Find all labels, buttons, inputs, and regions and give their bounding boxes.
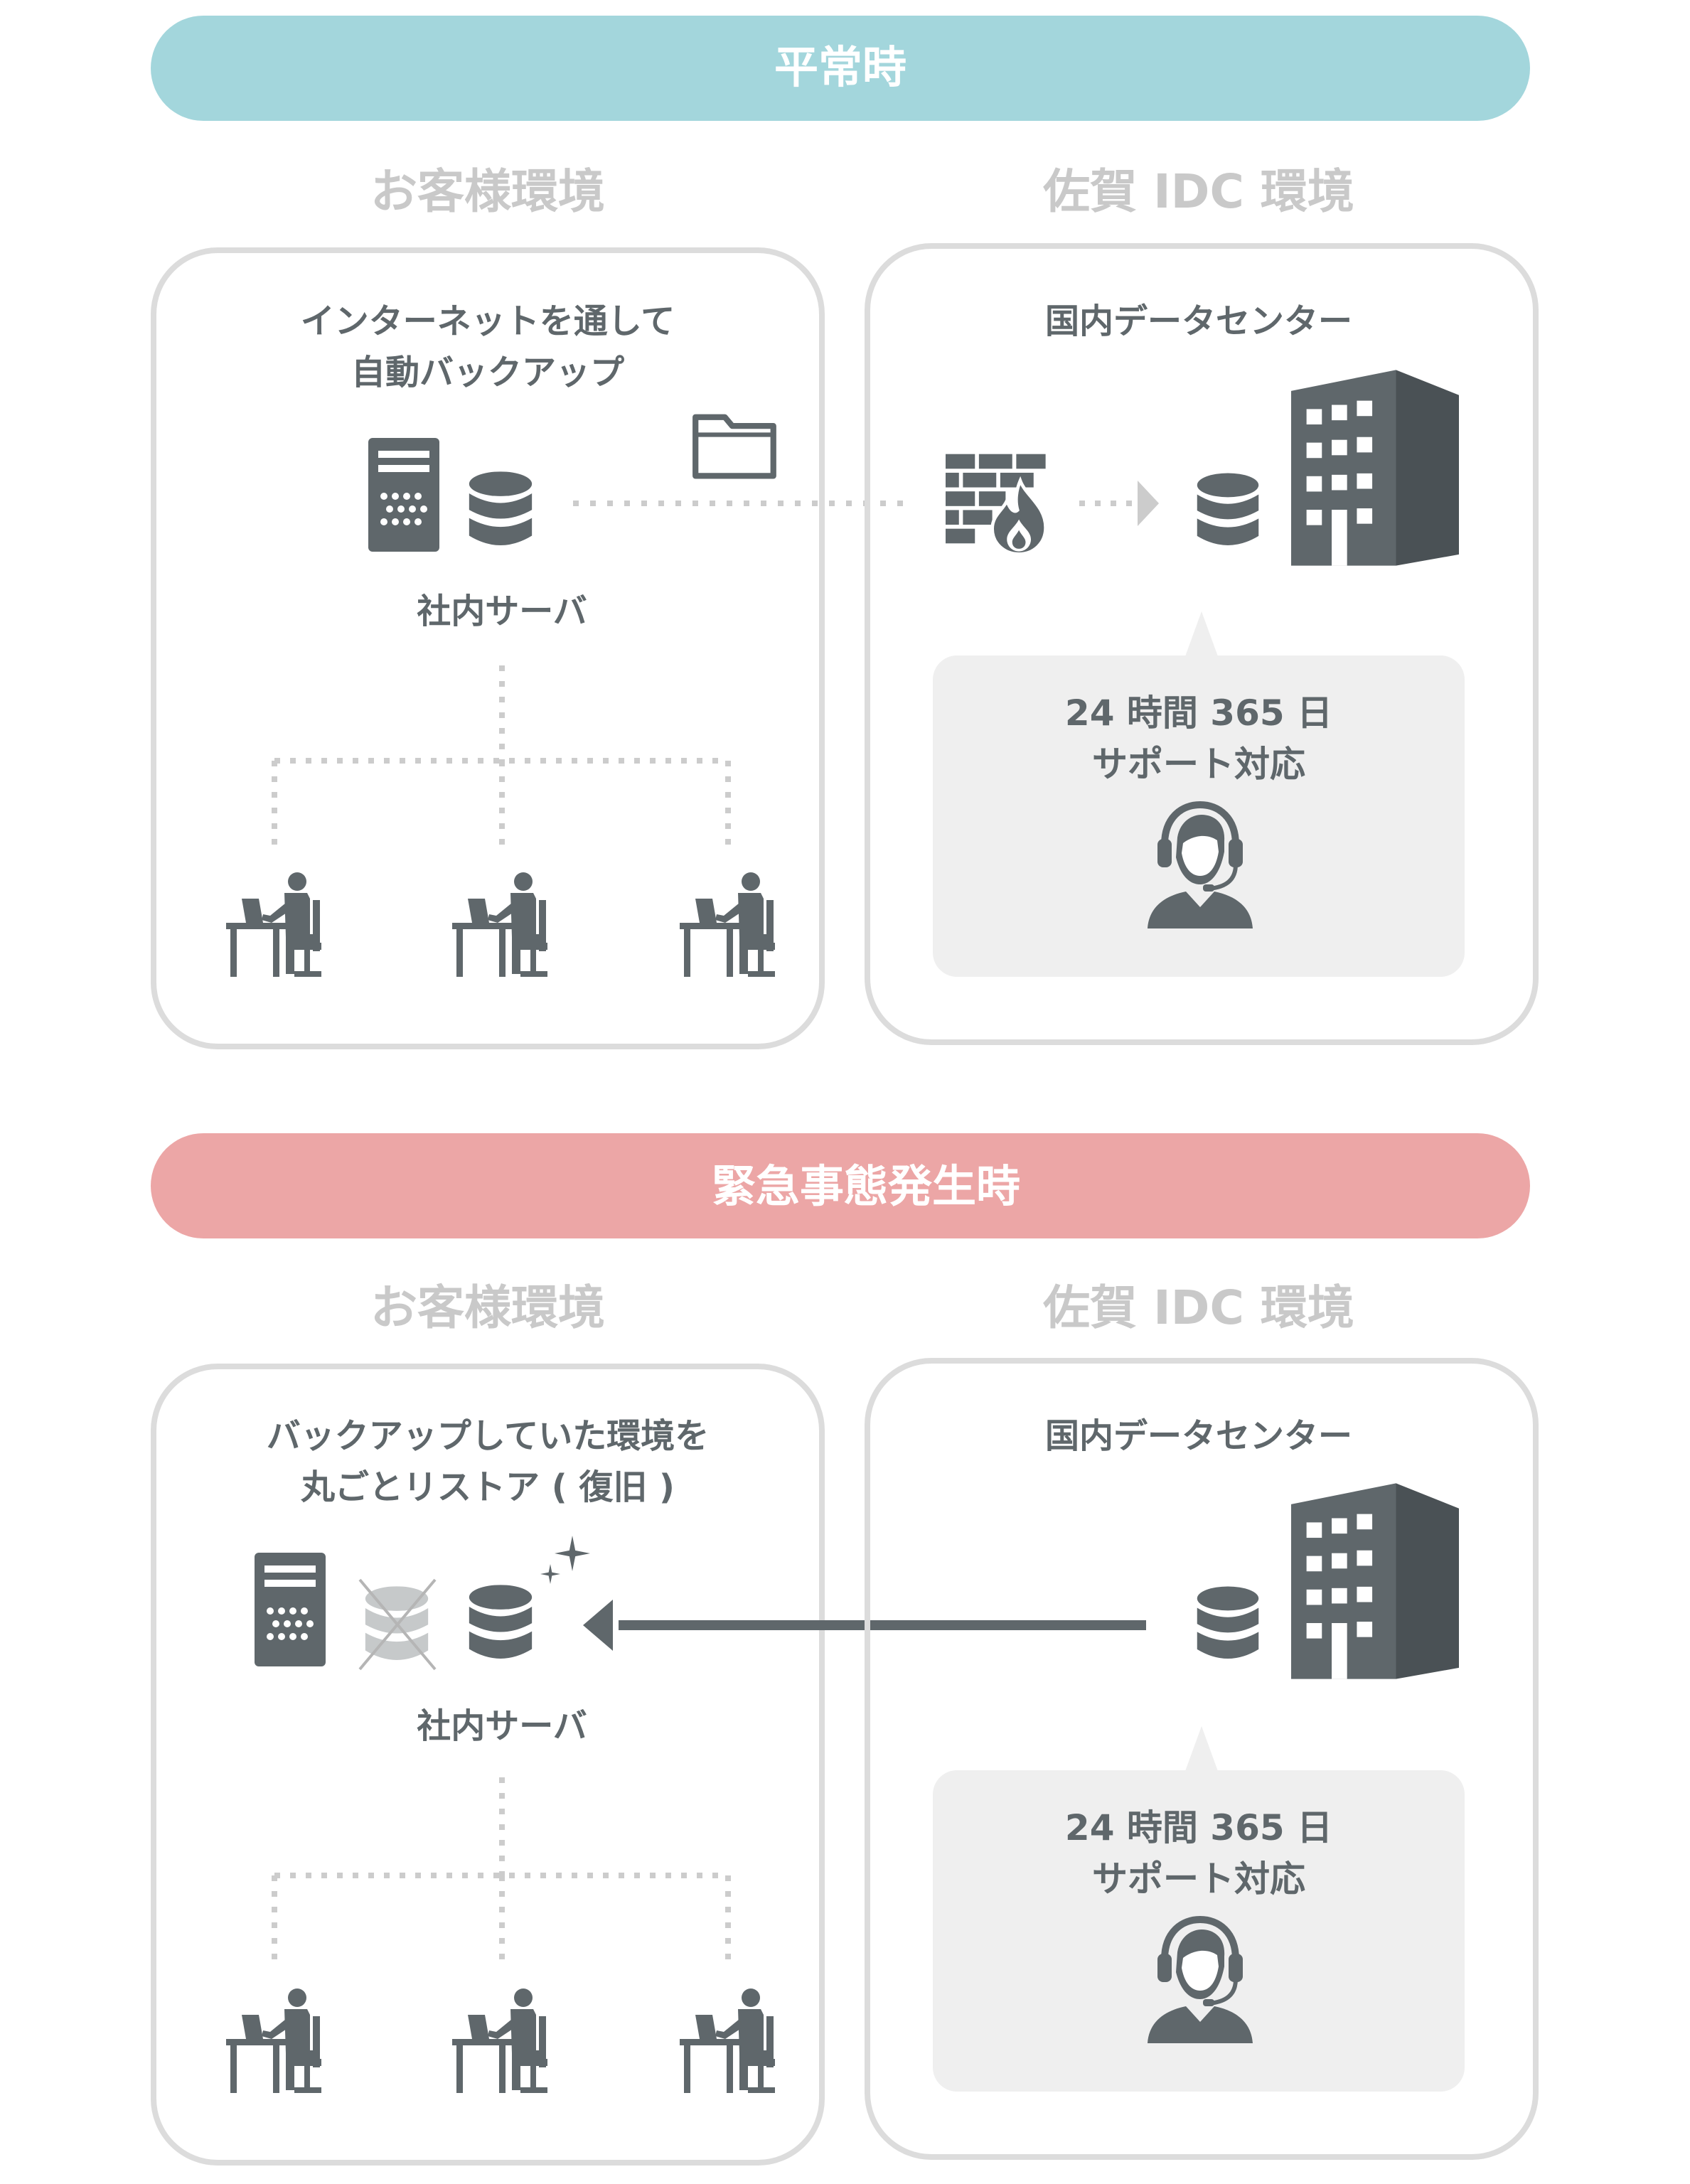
building-icon xyxy=(1291,370,1459,566)
database-icon xyxy=(1197,473,1259,545)
banner-emergency xyxy=(151,1133,1530,1238)
banner-normal-label: 平常時 xyxy=(774,41,906,93)
support-hours: 24 時間 365 日 xyxy=(1065,692,1332,734)
left-env-title: お客様環境 xyxy=(370,164,605,219)
office-worker-icon xyxy=(680,1988,775,2093)
office-worker-icon xyxy=(452,872,547,977)
office-worker-icon xyxy=(452,1988,547,2093)
office-worker-icon xyxy=(680,872,775,977)
left-caption-line2: 丸ごとリストア ( 復旧 ) xyxy=(300,1467,675,1507)
support-label: サポート対応 xyxy=(1092,744,1305,785)
to-datacenter-arrowhead xyxy=(1138,481,1159,526)
sparkle-icon xyxy=(555,1536,590,1571)
left-caption-line1: バックアップしていた環境を xyxy=(267,1416,710,1456)
idc-environment-panel xyxy=(865,1358,1539,2160)
tower-server-icon xyxy=(368,438,439,552)
server-label: 社内サーバ xyxy=(417,1706,587,1746)
support-bubble-tail xyxy=(1184,611,1219,658)
support-bubble-tail xyxy=(1184,1726,1219,1773)
server-label: 社内サーバ xyxy=(417,592,587,631)
network-line xyxy=(272,665,731,846)
network-line xyxy=(272,1777,731,1962)
restore-arrowhead xyxy=(583,1600,613,1651)
support-hours: 24 時間 365 日 xyxy=(1065,1807,1332,1848)
datacenter-caption: 国内データセンター xyxy=(1045,1416,1352,1456)
datacenter-caption: 国内データセンター xyxy=(1045,301,1352,341)
firewall-icon xyxy=(946,454,1046,555)
section-normal: 平常時 お客様環境 佐賀 IDC 環境 インターネットを通して 自動バックアップ… xyxy=(151,16,1539,1049)
crossed-database-icon xyxy=(358,1578,437,1671)
sparkle-icon xyxy=(540,1564,560,1584)
customer-environment-panel xyxy=(151,1364,825,2166)
left-caption-line1: インターネットを通して xyxy=(301,301,675,341)
left-caption-line2: 自動バックアップ xyxy=(351,353,624,392)
customer-environment-panel xyxy=(151,247,825,1049)
database-icon xyxy=(469,1585,533,1659)
right-env-title: 佐賀 IDC 環境 xyxy=(1042,1280,1354,1335)
folder-icon xyxy=(695,417,774,476)
banner-emergency-label: 緊急事態発生時 xyxy=(712,1160,1020,1212)
office-worker-icon xyxy=(226,1988,321,2093)
tower-server-icon xyxy=(255,1553,326,1666)
left-env-title: お客様環境 xyxy=(370,1280,605,1335)
building-icon xyxy=(1291,1483,1459,1679)
idc-environment-panel xyxy=(865,243,1539,1045)
database-icon xyxy=(1197,1586,1259,1659)
right-env-title: 佐賀 IDC 環境 xyxy=(1042,164,1354,219)
office-worker-icon xyxy=(226,872,321,977)
banner-normal xyxy=(151,16,1530,121)
database-icon xyxy=(469,471,533,545)
support-label: サポート対応 xyxy=(1092,1858,1305,1900)
section-emergency: 緊急事態発生時 お客様環境 佐賀 IDC 環境 バックアップしていた環境を 丸ご… xyxy=(151,1133,1539,2166)
